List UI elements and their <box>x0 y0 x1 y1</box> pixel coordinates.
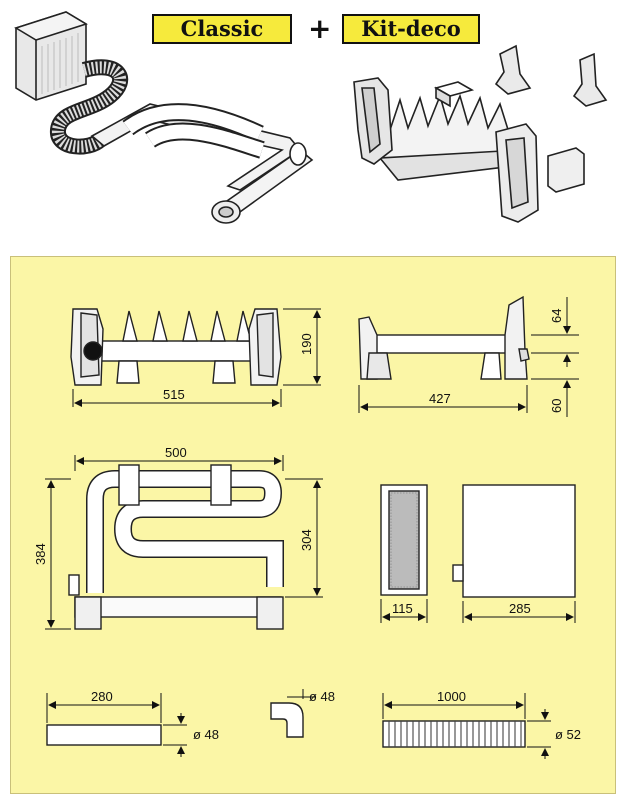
classic-label: Classic <box>152 14 292 44</box>
dim-side-bottom: 60 <box>549 399 564 413</box>
straight-tube-drawing <box>46 724 162 746</box>
dim-straight-length: 280 <box>91 689 113 704</box>
grille-box-drawing <box>380 484 428 596</box>
dim-side-depth: 427 <box>429 391 451 406</box>
dim-top-depth-outer: 384 <box>33 543 48 565</box>
square-box-drawing <box>452 484 576 598</box>
kit-deco-label: Kit-deco <box>342 14 480 44</box>
dim-side-top: 64 <box>549 309 564 323</box>
dimension-drawings: 515 190 427 64 60 500 384 304 115 285 28… <box>33 295 581 759</box>
dim-elbow-diameter: ø 48 <box>309 689 335 704</box>
front-view-drawing <box>70 308 282 386</box>
dim-front-height: 190 <box>299 333 314 355</box>
dim-grille-width: 115 <box>392 601 413 616</box>
elbow-drawing <box>270 702 304 738</box>
dim-front-width: 515 <box>163 387 185 402</box>
kit-deco-illustration <box>353 44 608 223</box>
dim-straight-diameter: ø 48 <box>193 727 219 742</box>
dim-flex-length: 1000 <box>437 689 466 704</box>
dim-top-depth-inner: 304 <box>299 529 314 551</box>
dim-top-width: 500 <box>165 445 187 460</box>
top-view-drawing <box>68 464 284 630</box>
dimension-panel: 515 190 427 64 60 500 384 304 115 285 28… <box>10 256 616 794</box>
dim-flex-diameter: ø 52 <box>555 727 581 742</box>
plus-sign: + <box>308 12 332 45</box>
flexible-hose-drawing <box>382 720 526 748</box>
classic-burner-illustration <box>14 11 314 224</box>
side-view-drawing <box>358 295 530 380</box>
dim-box-width: 285 <box>509 601 531 616</box>
